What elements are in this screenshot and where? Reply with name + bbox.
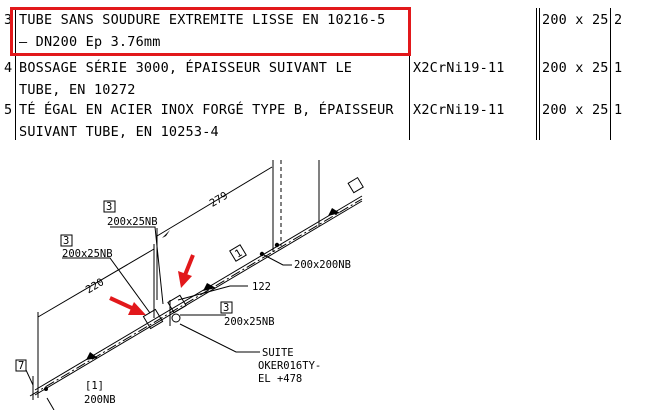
branch-tag-box [229, 244, 247, 262]
row-3-position: 3 [4, 12, 13, 28]
tag-b-size: 200x25NB [62, 248, 113, 260]
continuation-label-1: SUITE [262, 347, 294, 359]
branch-tag-number: 1 [233, 247, 245, 261]
tag-leader [62, 257, 151, 314]
red-arrow-head [178, 271, 192, 288]
dimension-279-label: 279 [208, 190, 230, 210]
row-4-quantity: 1 [614, 60, 623, 76]
row-4-description-line2: TUBE, EN 10272 [19, 82, 136, 98]
leader-left [25, 369, 34, 386]
flow-arrow [203, 283, 216, 291]
column-divider [539, 8, 540, 140]
weld-dot [44, 387, 48, 391]
flow-arrow [328, 208, 340, 216]
row-4-material: X2CrNi19-11 [413, 60, 505, 76]
tag-b-number: 3 [63, 235, 69, 247]
weld-dot [259, 251, 265, 257]
tag-box-a [103, 200, 116, 213]
pipe-centerline [29, 198, 363, 397]
row-4-description-line1: BOSSAGE SÉRIE 3000, ÉPAISSEUR SUIVANT LE [19, 60, 353, 76]
column-divider [536, 8, 537, 140]
end-tag-number: [1] [85, 380, 104, 392]
dimension-line-279 [156, 166, 273, 237]
weld-point [171, 313, 181, 323]
branch-size-label: 200x200NB [294, 259, 351, 271]
dimension-arrowhead [162, 230, 170, 238]
tag-box-left [15, 359, 27, 372]
main-pipe-line [34, 200, 363, 396]
continuation-label-3: EL +478 [258, 373, 302, 385]
tag-a-number: 3 [106, 201, 112, 213]
leader-bottom [46, 397, 55, 410]
dimension-122-label: 122 [252, 281, 271, 293]
red-arrow-shaft [183, 254, 195, 276]
column-divider [15, 8, 16, 140]
red-arrow-shaft [109, 296, 135, 311]
top-tag-box [347, 176, 364, 194]
row-5-position: 5 [4, 102, 13, 118]
row-3-quantity: 2 [614, 12, 623, 28]
highlight-box-row-3 [10, 7, 411, 56]
bill-of-materials-table: 3 TUBE SANS SOUDURE EXTREMITE LISSE EN 1… [0, 0, 654, 150]
dimension-line-220 [37, 248, 155, 318]
tag-c-number: 3 [223, 302, 229, 314]
continuation-label-2: OKER016TY- [258, 360, 321, 372]
row-5-description-line2: SUIVANT TUBE, EN 10253-4 [19, 124, 219, 140]
tag-a-size: 200x25NB [107, 216, 158, 228]
row-3-description-line2: – DN200 Ep 3.76mm [19, 34, 161, 50]
row-4-position: 4 [4, 60, 13, 76]
row-5-quantity: 1 [614, 102, 623, 118]
tag-c-size: 200x25NB [224, 316, 275, 328]
weld-dot [274, 242, 280, 248]
end-size-label: 200NB [84, 394, 116, 406]
branch-leader [263, 254, 292, 266]
column-divider [409, 8, 410, 140]
red-arrow-head [128, 302, 146, 315]
tag-box-b [60, 234, 73, 247]
tag-leader [110, 226, 164, 305]
tag-box-c [220, 301, 233, 314]
row-3-description-line1: TUBE SANS SOUDURE EXTREMITE LISSE EN 102… [19, 12, 386, 28]
row-5-material: X2CrNi19-11 [413, 102, 505, 118]
row-4-size: 200 x 25 [542, 60, 609, 76]
row-3-size: 200 x 25 [542, 12, 609, 28]
flow-arrow [86, 352, 98, 360]
row-5-size: 200 x 25 [542, 102, 609, 118]
left-tag-number: 7 [18, 360, 24, 372]
dim-122-leader [177, 285, 248, 301]
suite-leader [179, 323, 260, 353]
red-callout-arrows [109, 254, 195, 315]
row-5-description-line1: TÉ ÉGAL EN ACIER INOX FORGÉ TYPE B, ÉPAI… [19, 102, 394, 118]
boss-fitting [167, 294, 187, 314]
column-divider [610, 8, 611, 140]
